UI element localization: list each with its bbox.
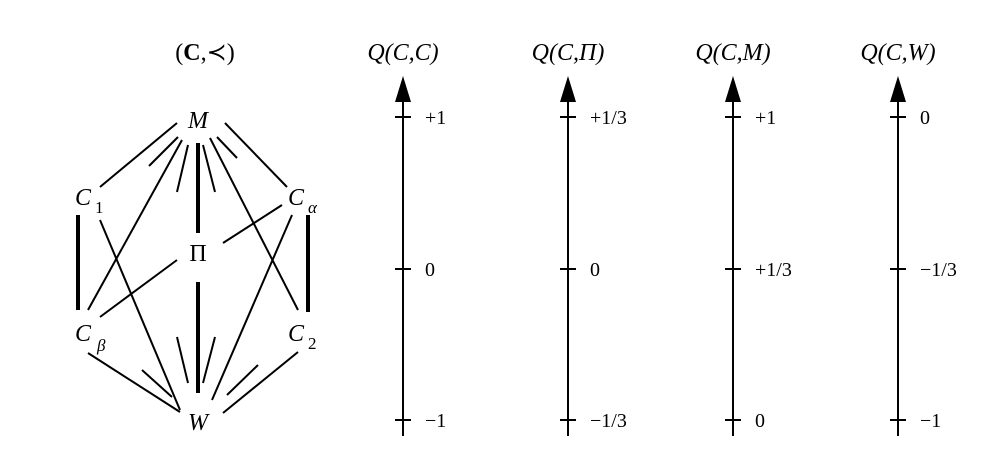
axis-title: Q(C,W) — [860, 40, 935, 66]
tick-label: +1 — [425, 107, 446, 129]
edge-m-calpha — [224, 122, 288, 188]
tick-label: −1 — [425, 410, 446, 432]
axis-2: Q(C,Π) +1/3 0 −1/3 — [532, 40, 627, 436]
axis-3: Q(C,M) +1 +1/3 0 — [695, 40, 792, 436]
edge-m-c1 — [99, 122, 178, 188]
edge-m-cbeta — [87, 139, 183, 311]
edge-m-short — [202, 144, 216, 193]
arrow-head-icon — [560, 76, 576, 102]
edge-w-short — [141, 369, 173, 398]
edge-c2-w — [222, 351, 299, 414]
node-w: W — [188, 410, 210, 436]
tick-label: +1/3 — [590, 107, 627, 129]
tick-label: −1 — [920, 410, 941, 432]
tick-label: 0 — [755, 410, 765, 432]
edge-calpha-w — [211, 214, 293, 401]
edge-w-short — [226, 364, 259, 396]
edge-w-short — [202, 336, 216, 384]
value-axes: Q(C,C)+10−1Q(C,Π)+1/30−1/3Q(C,M)+1+1/30Q… — [367, 40, 957, 436]
arrow-head-icon — [395, 76, 411, 102]
axis-4: Q(C,W) 0 −1/3 −1 — [860, 40, 957, 436]
tick-label: 0 — [920, 107, 930, 129]
axis-title: Q(C,C) — [367, 40, 438, 66]
lattice-edges — [76, 122, 310, 414]
edge-m-short — [216, 136, 238, 159]
axis-title: Q(C,Π) — [532, 40, 605, 66]
edge-m-short — [148, 136, 179, 167]
axis-1: Q(C,C) +1 0 −1 — [367, 40, 446, 436]
tick-label: +1/3 — [755, 259, 792, 281]
tick-label: −1/3 — [590, 410, 627, 432]
tick-label: 0 — [590, 259, 600, 281]
axis-title: Q(C,M) — [695, 40, 770, 66]
node-pi: Π — [189, 241, 206, 267]
edge-calpha-pi — [222, 204, 283, 244]
tick-label: 0 — [425, 259, 435, 281]
edge-w-short — [176, 336, 189, 384]
edge-pi-cbeta — [99, 259, 178, 318]
edge-cbeta-w — [87, 352, 181, 413]
lattice-title: (C,≺) — [175, 40, 234, 66]
edge-c1-w — [99, 219, 181, 411]
edge-m-short — [176, 144, 189, 193]
node-m: M — [187, 108, 210, 134]
arrow-head-icon — [725, 76, 741, 102]
tick-label: −1/3 — [920, 259, 957, 281]
tick-label: +1 — [755, 107, 776, 129]
arrow-head-icon — [890, 76, 906, 102]
